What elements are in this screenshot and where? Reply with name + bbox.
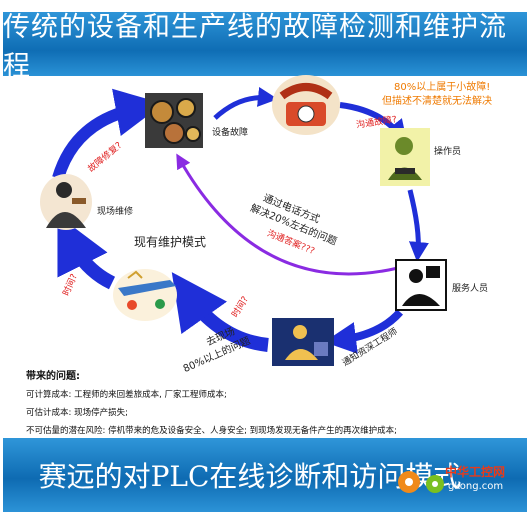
engineer-icon [272,318,334,366]
arrow-repair-to-equip [52,88,164,180]
repair-worker-icon [40,174,92,230]
gears-icon [145,93,203,148]
watermark-brand: 中华工控网 [445,465,506,479]
gkong-watermark-logo [398,471,444,493]
node-label-equipment-failure: 设备故障 [212,128,249,138]
note-unclear-description: 但描述不清楚就无法解决 [382,96,492,107]
telephone-icon [272,75,340,135]
page-title: 传统的设备和生产线的故障检测和维护流程 [3,12,507,82]
problem-item: 不可估量的潜在风险: 停机带来的危及设备安全、人身安全; 到现场发现无备件产生的… [26,426,397,436]
problem-item: 可估计成本: 现场停产损失; [26,408,128,418]
problems-title: 带来的问题: [26,371,80,382]
note-minor-fault: 80%以上属于小故障! [394,82,491,93]
node-label-operator: 操作员 [434,147,462,157]
footer-banner: 赛远的对PLC在线诊断和访问模式 [3,438,527,512]
node-label-onsite-repair: 现场维修 [97,207,134,217]
purple-feedback-curve [176,153,399,276]
watermark-url: gkong.com [448,481,504,492]
travel-icon [113,269,177,321]
problems-section: 带来的问题: 可计算成本: 工程师的来回差旅成本, 厂家工程师成本; 可估计成本… [26,367,486,442]
operator-icon [380,128,430,186]
arrow-engineer-to-onsite [171,272,269,352]
service-staff-icon [395,259,447,311]
node-label-service-staff: 服务人员 [452,284,489,294]
footer-title: 赛远的对PLC在线诊断和访问模式 [38,460,462,493]
problem-item: 可计算成本: 工程师的来回差旅成本, 厂家工程师成本; [26,390,227,400]
arrow-onsite-to-repair [57,214,116,290]
header-banner: 传统的设备和生产线的故障检测和维护流程 [3,12,527,82]
arrow-equip-to-phone [213,86,278,120]
arrow-service-to-engineer [324,309,404,354]
arrow-operator-to-service [407,189,429,262]
label-current-mode: 现有维护模式 [134,235,207,249]
